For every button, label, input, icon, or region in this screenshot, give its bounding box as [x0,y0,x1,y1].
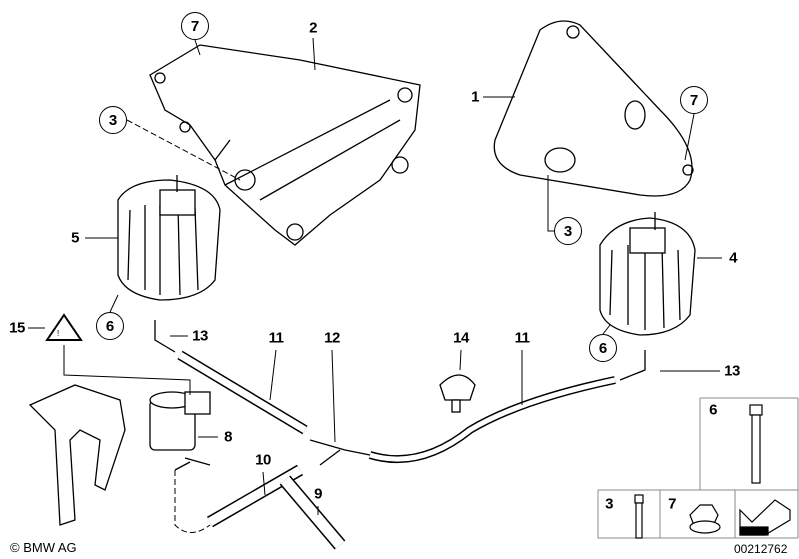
callout-11: 11 [268,329,284,347]
callout-4: 4 [729,249,737,267]
callout-6: 6 [96,312,124,340]
heat-shield [28,384,126,526]
callout-7: 7 [680,86,708,114]
callout-6: 6 [589,334,617,362]
table-label-nut-7: 7 [668,495,676,513]
callout-15: 15 [9,319,25,337]
callout-7: 7 [181,12,209,40]
leader-lines [28,37,722,533]
callout-11: 11 [514,329,530,347]
svg-text:!: ! [57,329,59,338]
diagram-number: 00212762 [734,542,788,556]
engine-mount-left [117,175,221,301]
engine-mount-right [599,212,696,336]
engine-bracket-right [493,20,694,197]
callout-12: 12 [324,329,340,347]
copyright: © BMW AG [10,540,77,555]
callout-14: 14 [453,329,469,347]
solenoid-valve [149,391,211,471]
engine-bracket-left [149,44,421,246]
hose-clip [439,374,476,413]
callout-5: 5 [71,229,79,247]
callout-3: 3 [99,106,127,134]
vacuum-hoses [154,320,646,550]
callout-13: 13 [724,362,740,380]
callout-2: 2 [309,19,317,37]
callout-13: 13 [192,327,208,345]
warning-label-icon: ! [45,313,83,341]
callout-3: 3 [554,217,582,245]
callout-8: 8 [224,428,232,446]
bolt-6-icon [749,404,763,416]
callout-9: 9 [314,485,322,503]
callout-10: 10 [255,451,271,469]
table-label-bolt-6: 6 [709,401,717,419]
bolt-3-icon [634,494,644,504]
table-label-bolt-3: 3 [605,495,613,513]
callout-1: 1 [471,88,479,106]
parts-table [597,397,799,539]
